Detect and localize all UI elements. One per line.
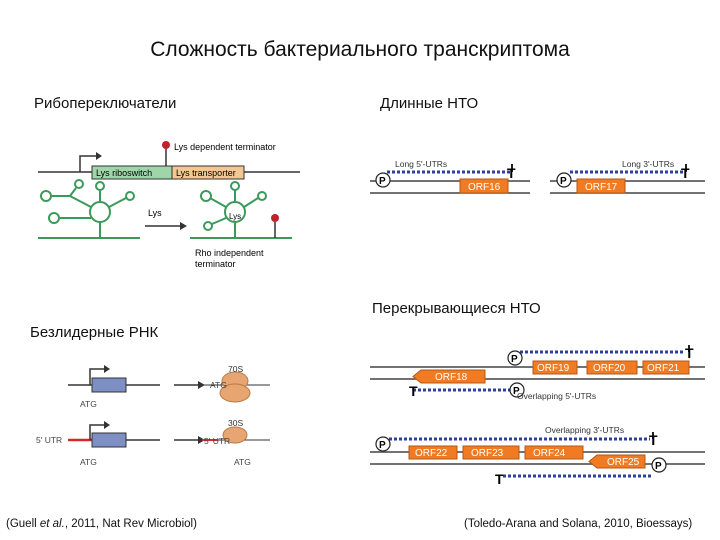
orf19-label: ORF19 xyxy=(537,363,570,374)
binding-arrowhead-icon xyxy=(180,222,187,230)
slide-title: Сложность бактериального транскриптома xyxy=(150,38,570,61)
ribosome-30s-icon xyxy=(222,426,248,444)
credit-right: (Toledo-Arana and Solana, 2010, Bioessay… xyxy=(464,518,693,530)
svg-text:T: T xyxy=(409,383,418,399)
long-utrs-diagram: T Long 5'-UTRs P ORF16 T Long 3'-UTRs P … xyxy=(370,159,705,194)
orf21-box xyxy=(642,360,690,375)
orf18-label: ORF18 xyxy=(435,372,468,383)
gene-box-bottom xyxy=(91,432,127,448)
rho-label-line1: Rho independent xyxy=(195,248,264,258)
promoter-icon-right xyxy=(556,172,572,188)
promoter-icon-bottom-right xyxy=(651,457,667,473)
riboswitch-diagram: Lys riboswitch Lys transporter Lys depen… xyxy=(38,141,300,269)
terminator-label: Lys dependent terminator xyxy=(174,142,276,152)
orf23-label: ORF23 xyxy=(471,448,504,459)
orf20-box xyxy=(586,360,638,375)
promoter-arrow-bottom-icon xyxy=(89,424,104,440)
heading-leaderless: Безлидерные РНК xyxy=(30,324,159,341)
heading-overlapping-utrs: Перекрывающиеся НТО xyxy=(372,300,541,317)
atg-label-top-right: ATG xyxy=(210,380,227,390)
ribosome-70s-label: 70S xyxy=(228,364,243,374)
orf16-box xyxy=(459,178,509,194)
riboswitch-stem-loop-right xyxy=(190,181,292,239)
overlapping-5utrs-label: Overlapping 5'-UTRs xyxy=(517,391,596,401)
rho-label-line2: terminator xyxy=(195,259,236,269)
promoter-arrow-top-icon xyxy=(89,368,104,385)
promoter-icon-top xyxy=(507,350,523,366)
orf16-label: ORF16 xyxy=(468,182,501,193)
orf24-box xyxy=(524,445,584,460)
orf24-label: ORF24 xyxy=(533,448,566,459)
utr-label-bottom-left: 5' UTR xyxy=(36,435,62,445)
heading-riboswitches: Рибопереключатели xyxy=(34,95,177,112)
orf25-box xyxy=(588,454,646,469)
svg-text:P: P xyxy=(379,440,386,451)
overlapping-utrs-diagram: P T ORF19 ORF20 ORF21 ORF18 T P Overlapp… xyxy=(370,345,705,487)
promoter-icon-mid xyxy=(509,382,525,398)
svg-text:T: T xyxy=(685,345,694,361)
promoter-label-right: P xyxy=(560,176,567,187)
atg-label-bottom-right: ATG xyxy=(234,457,251,467)
riboswitch-stem-loop-left xyxy=(38,179,140,239)
gene-box-top xyxy=(91,377,127,393)
promoter-label-left: P xyxy=(379,176,386,187)
svg-text:P: P xyxy=(511,354,518,365)
ligand-label: Lys xyxy=(148,208,162,218)
promoter-arrow-icon xyxy=(79,155,96,172)
terminator-label-right: T xyxy=(681,165,690,181)
long-5utr-label: Long 5'-UTRs xyxy=(395,159,447,169)
heading-long-utrs: Длинные НТО xyxy=(380,95,479,112)
orf17-box xyxy=(576,178,626,194)
credit-left: (Guell et al., 2011, Nat Rev Microbiol) xyxy=(6,518,197,530)
overlapping-3utrs-label: Overlapping 3'-UTRs xyxy=(545,425,624,435)
svg-text:T: T xyxy=(495,471,504,487)
terminator-knob-icon xyxy=(162,141,170,149)
leaderless-rna-diagram: ATG 70S ATG 5' UTR ATG 30S 5' UTR ATG xyxy=(36,364,270,467)
orf25-label: ORF25 xyxy=(607,457,640,468)
orf20-label: ORF20 xyxy=(593,363,626,374)
orf19-box xyxy=(532,360,578,375)
transporter-box-label: Lys transporter xyxy=(176,168,236,178)
promoter-icon-left xyxy=(375,172,391,188)
orf22-label: ORF22 xyxy=(415,448,448,459)
rho-terminator-knob-icon xyxy=(271,214,279,222)
utr-label-bottom-right: 5' UTR xyxy=(204,436,230,446)
svg-text:T: T xyxy=(649,432,658,448)
orf23-box xyxy=(462,445,520,460)
terminator-label-left: T xyxy=(507,165,516,181)
bound-ligand-label: Lys xyxy=(229,212,241,221)
promoter-icon-bottom-left xyxy=(375,436,391,452)
riboswitch-box-label: Lys riboswitch xyxy=(96,168,152,178)
long-3utr-label: Long 3'-UTRs xyxy=(622,159,674,169)
promoter-arrowhead-icon xyxy=(96,152,102,160)
orf22-box xyxy=(408,445,458,460)
transporter-box xyxy=(171,165,245,180)
svg-text:P: P xyxy=(513,386,520,397)
svg-text:P: P xyxy=(655,461,662,472)
atg-label-bottom: ATG xyxy=(80,457,97,467)
atg-label-top: ATG xyxy=(80,399,97,409)
orf18-box xyxy=(412,369,486,384)
orf17-label: ORF17 xyxy=(585,182,618,193)
ribosome-30s-label: 30S xyxy=(228,418,243,428)
orf21-label: ORF21 xyxy=(647,363,680,374)
